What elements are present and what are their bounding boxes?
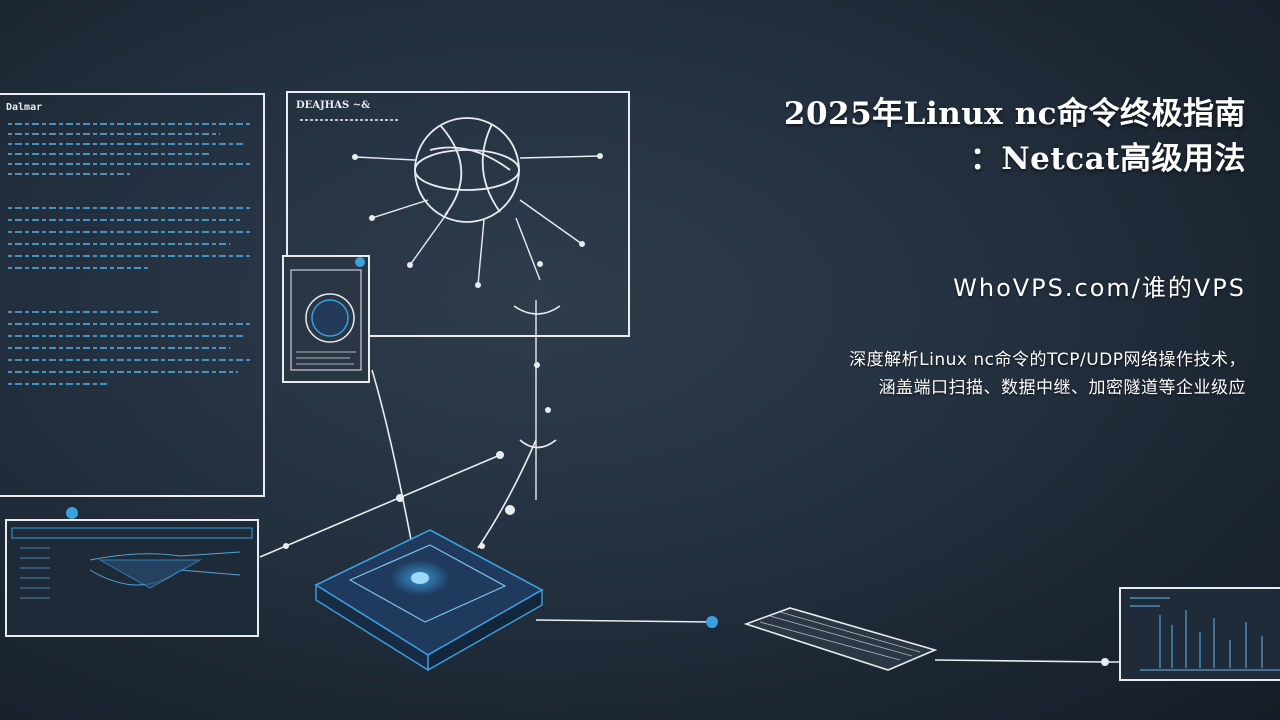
globe-icon <box>414 117 520 223</box>
keyboard-icon <box>743 607 938 671</box>
description-line-2: 涵盖端口扫描、数据中继、加密隧道等企业级应 <box>878 378 1246 398</box>
left-document-panel: Dalmar <box>0 93 265 497</box>
page-title: 2025年Linux nc命令终极指南 ：Netcat高级用法 <box>686 92 1246 182</box>
center-globe-panel: DEAJHAS ~& <box>286 91 630 500</box>
title-line-2: ：Netcat高级用法 <box>969 141 1246 177</box>
panel-left-heading: Dalmar <box>6 102 42 113</box>
router-device-icon <box>314 529 544 672</box>
small-document-card <box>282 255 370 383</box>
network-node-icon <box>706 616 718 628</box>
monitor-panel <box>1119 587 1280 681</box>
description: 深度解析Linux nc命令的TCP/UDP网络操作技术， 涵盖端口扫描、数据中… <box>686 346 1246 402</box>
description-line-1: 深度解析Linux nc命令的TCP/UDP网络操作技术， <box>849 350 1246 370</box>
signal-panel <box>5 507 259 637</box>
connection-lines <box>259 369 1122 663</box>
title-line-1: 2025年Linux nc命令终极指南 <box>783 96 1246 132</box>
panel-center-heading: DEAJHAS ~& <box>296 100 370 111</box>
site-label: WhoVPS.com/谁的VPS <box>953 274 1246 302</box>
